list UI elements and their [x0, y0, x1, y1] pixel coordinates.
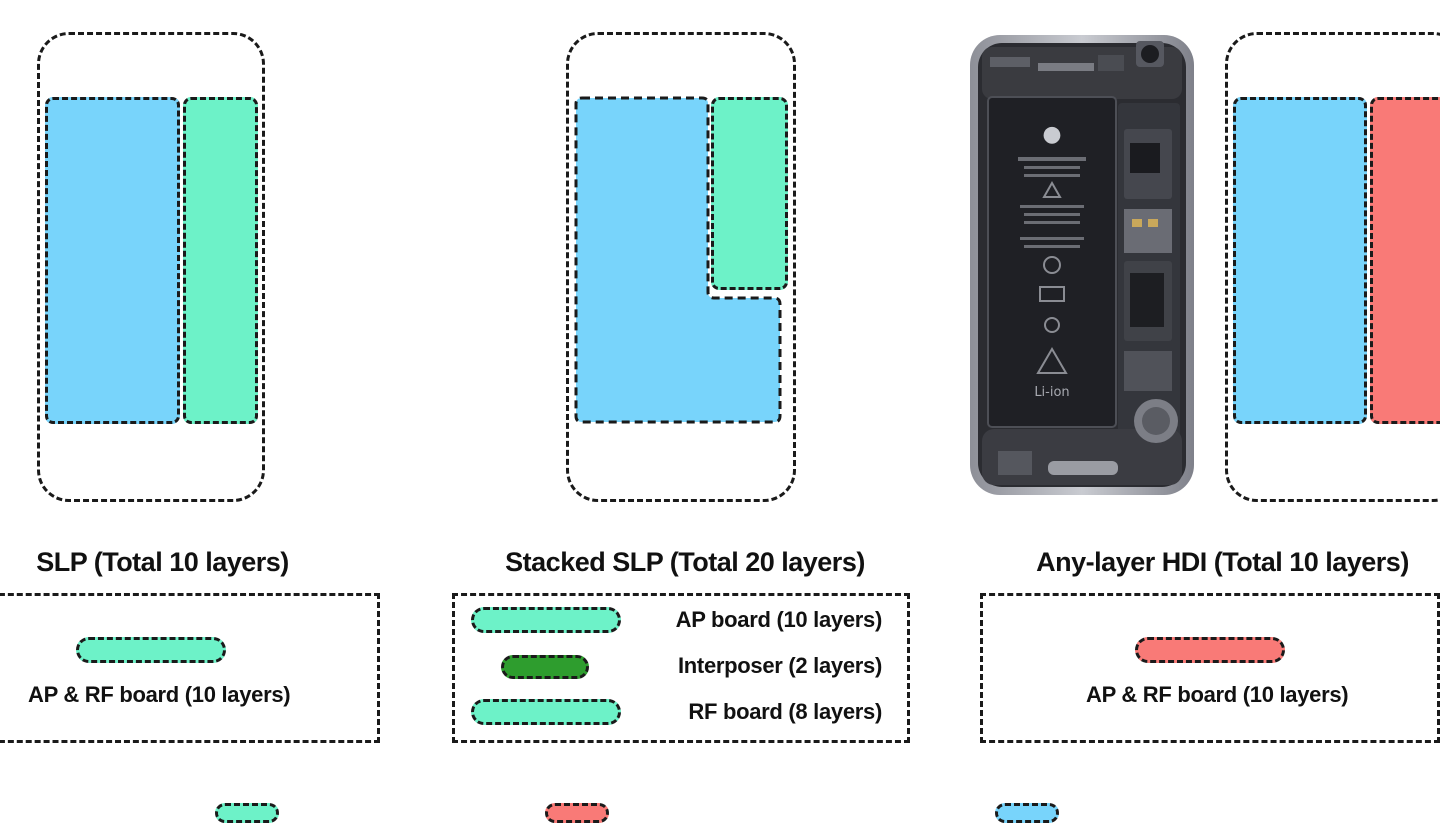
phone-outline-hdi	[1225, 32, 1440, 502]
rf-board-block-hdi	[1370, 97, 1440, 424]
ap-board-block-hdi	[1233, 97, 1367, 424]
caption-slp: SLP (Total 10 layers)	[36, 547, 289, 577]
caption-stacked: Stacked SLP (Total 20 layers)	[505, 547, 865, 577]
caption-hdi: Any-layer HDI (Total 10 layers)	[1036, 547, 1409, 577]
layer-label-ap-rf-slp: AP & RF board (10 layers)	[28, 682, 291, 707]
phone-teardown-photo: ● Li-ion	[970, 35, 1194, 495]
layer-label-ap-stacked: AP board (10 layers)	[675, 607, 883, 632]
ap-board-block-slp	[45, 97, 180, 424]
rf-board-block-stacked	[711, 97, 788, 290]
legend-swatch-green	[215, 803, 279, 823]
phone-outline-stacked	[566, 32, 796, 502]
layer-box-stacked	[452, 593, 910, 743]
layer-bar-ap-rf-hdi	[1135, 637, 1285, 663]
layer-box-slp	[0, 593, 380, 743]
layer-bar-interposer	[501, 655, 589, 679]
ap-board-block-stacked	[574, 96, 782, 424]
layer-bar-rf-stacked	[471, 699, 621, 725]
rf-board-block-slp	[183, 97, 258, 424]
layer-label-ap-rf-hdi: AP & RF board (10 layers)	[1086, 682, 1349, 707]
battery-label: Li-ion	[1034, 385, 1069, 400]
layer-bar-ap-stacked	[471, 607, 621, 633]
phone-outline-slp	[37, 32, 265, 502]
legend-swatch-red	[545, 803, 609, 823]
layer-label-interposer: Interposer (2 layers)	[677, 653, 882, 678]
layer-box-hdi	[980, 593, 1440, 743]
legend-swatch-blue	[995, 803, 1059, 823]
layer-bar-ap-rf-slp	[76, 637, 226, 663]
apple-logo-icon: ●	[1042, 122, 1061, 147]
layer-label-rf-stacked: RF board (8 layers)	[688, 699, 882, 724]
